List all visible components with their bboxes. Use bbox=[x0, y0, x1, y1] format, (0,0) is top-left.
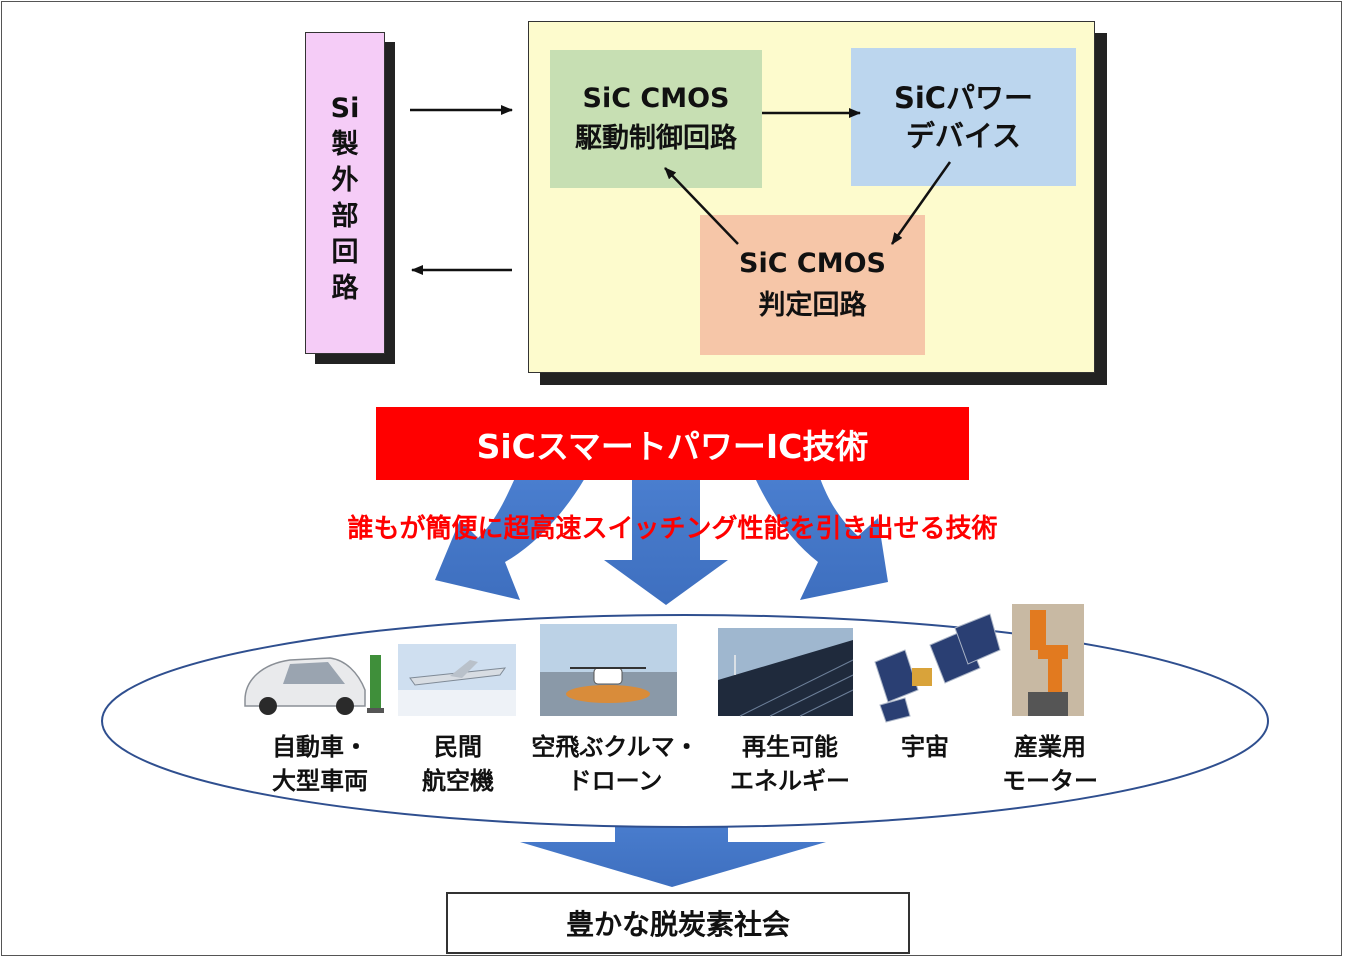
satellite-icon bbox=[874, 613, 1001, 723]
flow-arrow-right bbox=[755, 478, 888, 600]
si-external-circuit-box: Si 製 外 部 回 路 bbox=[305, 32, 385, 354]
application-label-aircraft: 民間 航空機 bbox=[422, 733, 494, 795]
technology-subtitle: 誰もが簡便に超高速スイッチング性能を引き出せる技術 bbox=[347, 514, 998, 544]
judge-circuit: SiC CMOS 判定回路 bbox=[700, 215, 925, 355]
aircraft-icon bbox=[398, 644, 516, 716]
drive-control-circuit: SiC CMOS 駆動制御回路 bbox=[550, 50, 762, 188]
goal-box: 豊かな脱炭素社会 bbox=[446, 892, 910, 954]
flow-arrow-center bbox=[604, 478, 728, 605]
si-external-circuit-label: Si 製 外 部 回 路 bbox=[330, 93, 360, 304]
industrial-robot-icon bbox=[1012, 604, 1084, 716]
application-label-drone: 空飛ぶクルマ・ ドローン bbox=[531, 733, 699, 795]
technology-banner: SiCスマートパワーIC技術 bbox=[376, 407, 969, 480]
application-label-motor: 産業用 モーター bbox=[1002, 733, 1098, 795]
power-device: SiCパワー デバイス bbox=[851, 48, 1076, 186]
application-label-renewable: 再生可能 エネルギー bbox=[730, 733, 850, 795]
arrow-judge-to-drive-inner bbox=[664, 167, 739, 245]
drone-icon bbox=[540, 624, 677, 716]
arrow-power-to-judge-inner bbox=[890, 161, 952, 245]
application-label-space: 宇宙 bbox=[901, 733, 949, 761]
application-label-vehicle: 自動車・ 大型車両 bbox=[272, 733, 368, 795]
electric-car-icon bbox=[244, 655, 384, 715]
solar-panel-icon bbox=[718, 628, 854, 717]
flow-arrow-bottom bbox=[520, 818, 826, 887]
flow-arrow-left bbox=[435, 478, 585, 600]
